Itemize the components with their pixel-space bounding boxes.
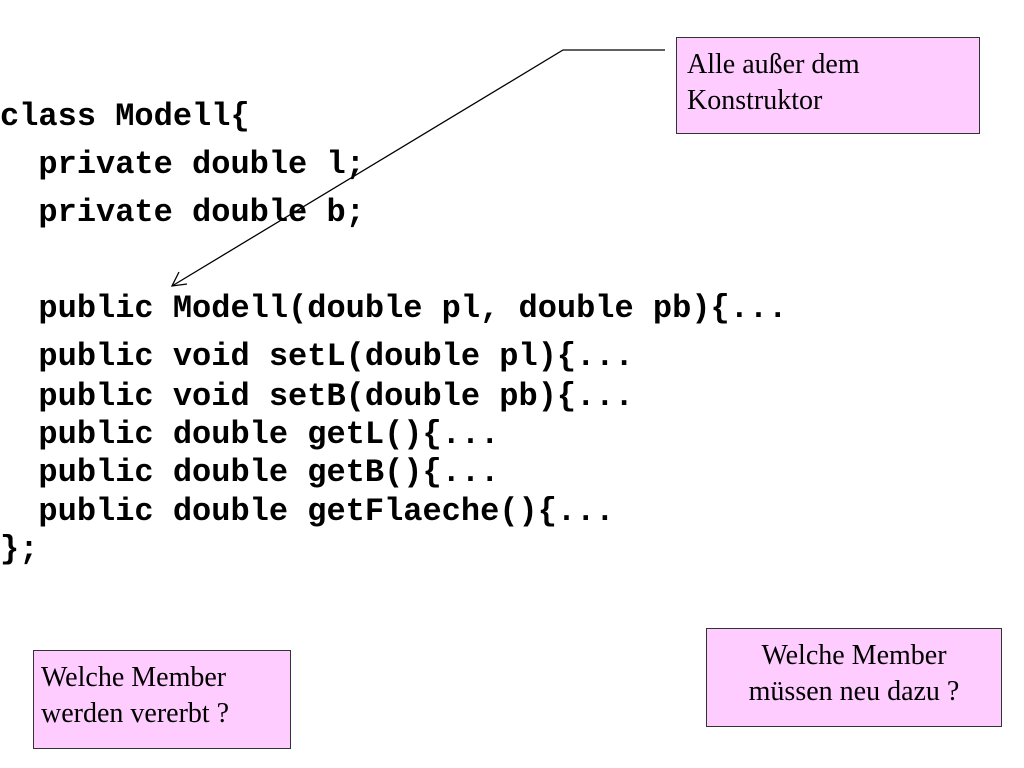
code-line-getl: public double getL(){...: [0, 416, 500, 453]
arrow-head-icon: [170, 271, 188, 287]
note-br-line1: Welche Member: [761, 640, 947, 671]
code-line-constructor: public Modell(double pl, double pb){...: [0, 290, 788, 327]
note-bl-line1: Welche Member: [41, 662, 227, 693]
note-new-members: Welche Member müssen neu dazu ?: [706, 628, 1002, 727]
note-inherited-members: Welche Member werden vererbt ?: [33, 650, 291, 749]
code-line-field-b: private double b;: [0, 194, 365, 231]
note-top-line1: Alle außer dem: [687, 49, 860, 80]
code-line-setl: public void setL(double pl){...: [0, 338, 634, 375]
code-line-class-decl: class Modell{: [0, 98, 250, 135]
note-bl-line2: werden vererbt ?: [41, 698, 230, 729]
note-top-line2: Konstruktor: [687, 85, 823, 116]
code-line-field-l: private double l;: [0, 146, 365, 183]
code-line-setb: public void setB(double pb){...: [0, 378, 634, 415]
code-line-getflaeche: public double getFlaeche(){...: [0, 493, 615, 530]
code-line-class-end: };: [0, 531, 39, 568]
note-all-except-constructor: Alle außer dem Konstruktor: [676, 37, 980, 134]
note-br-line2: müssen neu dazu ?: [748, 676, 960, 707]
code-line-getb: public double getB(){...: [0, 454, 500, 491]
